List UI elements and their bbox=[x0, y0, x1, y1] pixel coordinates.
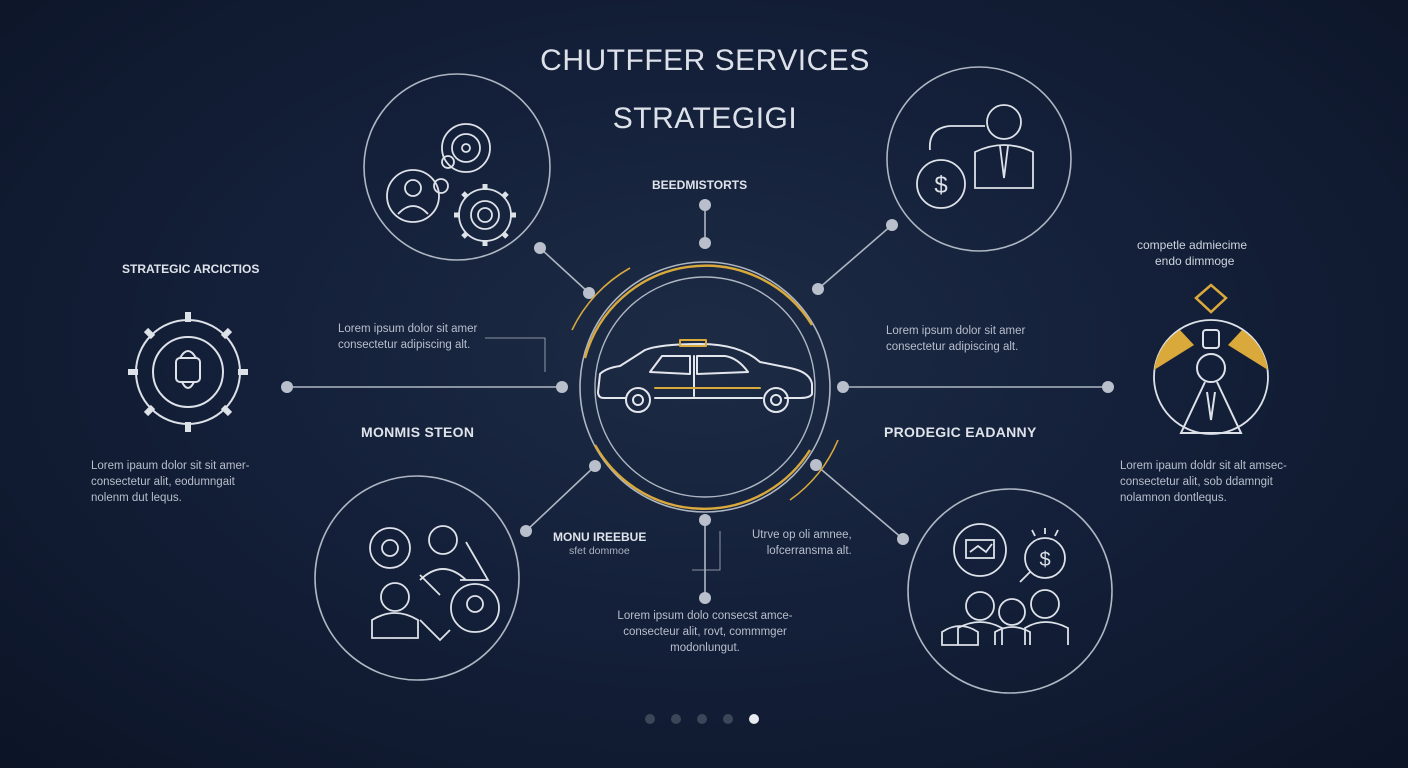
center-hub bbox=[571, 261, 839, 513]
icon-circles bbox=[314, 66, 1113, 694]
pager-dot-3[interactable] bbox=[697, 714, 707, 724]
pager-dot-2[interactable] bbox=[671, 714, 681, 724]
pager bbox=[645, 714, 759, 724]
page-subtitle: STRATEGIGI bbox=[612, 102, 798, 135]
pager-dot-4[interactable] bbox=[723, 714, 733, 724]
page-title: CHUTFFER SERVICES bbox=[540, 44, 870, 77]
svg-text:$: $ bbox=[934, 172, 947, 199]
taxi-car-icon bbox=[597, 339, 813, 413]
gears-people-icon bbox=[386, 123, 516, 246]
tie-compass-icon bbox=[1153, 283, 1269, 435]
label-bottom-sub: sfet dommoe bbox=[569, 545, 630, 557]
paragraph-bottom-right: Utrve op oli amnee, lofcerransma alt. bbox=[752, 529, 852, 557]
presentation-dollar-team-icon: $ bbox=[941, 523, 1069, 646]
paragraph-bottom: Lorem ipsum dolo consecst amce- consecte… bbox=[617, 610, 793, 654]
svg-text:$: $ bbox=[1039, 549, 1050, 571]
pager-dot-1[interactable] bbox=[645, 714, 655, 724]
label-left: STRATEGIC ARCICTIOS bbox=[122, 262, 260, 276]
label-bottom: MONU IREEBUE bbox=[553, 530, 647, 544]
paragraph-right: Lorem ipaum doldr sit alt amsec- consect… bbox=[1120, 460, 1287, 504]
connector-nodes bbox=[281, 199, 1114, 604]
manager-dollar-icon: $ bbox=[916, 104, 1034, 209]
gear-lock-icon bbox=[128, 312, 248, 432]
label-right-top-2: endo dimmoge bbox=[1155, 254, 1235, 268]
paragraph-left: Lorem ipaum dolor sit sit amer- consecte… bbox=[91, 460, 250, 504]
label-top: BEEDMISTORTS bbox=[652, 178, 748, 192]
label-center-right: PRODEGIC EADANNY bbox=[884, 424, 1037, 440]
label-right-top-1: competle admiecime bbox=[1137, 238, 1248, 252]
paragraph-center-left: Lorem ipsum dolor sit amer consectetur a… bbox=[338, 323, 478, 351]
team-icon bbox=[369, 525, 500, 642]
pager-dot-5[interactable] bbox=[749, 714, 759, 724]
label-center-left: MONMIS STEON bbox=[361, 424, 475, 440]
paragraph-center-right: Lorem ipsum dolor sit amer consectetur a… bbox=[886, 325, 1026, 353]
connectors bbox=[287, 205, 1108, 598]
